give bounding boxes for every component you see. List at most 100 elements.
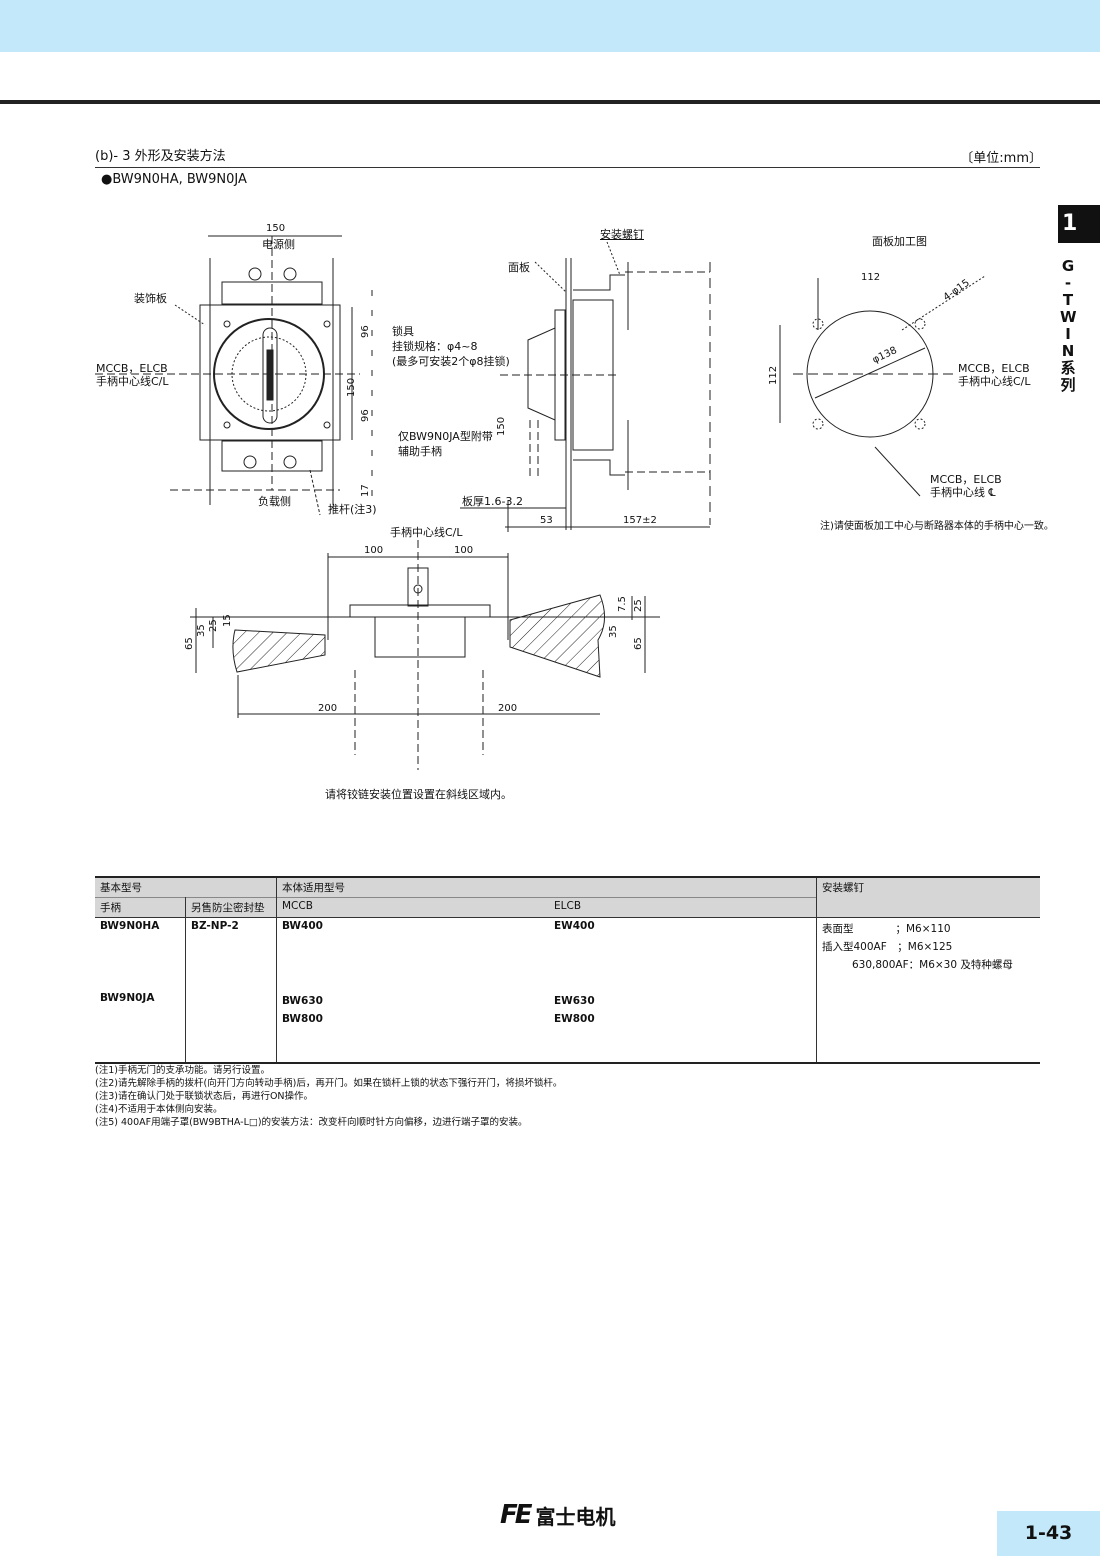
panel-cut-title: 面板加工图 bbox=[872, 235, 927, 248]
note-1: (注1)手柄无门的支承功能。请另行设置。 bbox=[95, 1065, 270, 1076]
header-body-model: 本体适用型号 bbox=[276, 877, 817, 898]
cell-mount-screw: 表面型 ；M6×110 插入型400AF ；M6×125 630,800AF：M… bbox=[817, 918, 1041, 1064]
mccb-bw630: BW630 bbox=[282, 995, 323, 1007]
screw-surface: 表面型 ；M6×110 bbox=[822, 923, 951, 935]
panel-cl2-label-2: 手柄中心线 ℄ bbox=[930, 486, 996, 499]
page-number: 1-43 bbox=[997, 1511, 1100, 1556]
decor-plate-outline bbox=[199, 304, 341, 441]
push-rod-label: 推杆(注3) bbox=[328, 503, 377, 516]
elcb-ew800: EW800 bbox=[554, 1013, 595, 1025]
header-mount-screw: 安装螺钉 bbox=[816, 877, 1040, 918]
series-char: T bbox=[1062, 291, 1074, 309]
hinge-area-drawing bbox=[190, 540, 660, 770]
dim-53: 53 bbox=[540, 515, 553, 526]
side-view-drawing bbox=[460, 241, 711, 532]
series-char: 列 bbox=[1060, 376, 1076, 394]
panel-cl-label-2: 手柄中心线C/L bbox=[958, 375, 1031, 388]
series-label: G - T W I N 系 列 bbox=[1060, 257, 1077, 394]
screw-plugin-630-800: 630,800AF：M6×30 及特种螺母 bbox=[852, 959, 1013, 971]
dim-100-left: 100 bbox=[364, 545, 384, 556]
dim-25-left: 25 bbox=[208, 619, 219, 632]
dim-25-right: 25 bbox=[633, 599, 644, 612]
panel-cut-note: 注)请使面板加工中心与断路器本体的手柄中心一致。 bbox=[820, 521, 1054, 532]
cell-elcb: EW400 bbox=[549, 917, 817, 990]
header-base-model: 基本型号 bbox=[95, 877, 277, 898]
header-handle: 手柄 bbox=[95, 897, 186, 918]
hinge-cl-label: 手柄中心线C/L bbox=[390, 526, 463, 539]
unit-label: 〔单位:mm〕 bbox=[960, 151, 1042, 166]
dim-200-right: 200 bbox=[498, 703, 518, 714]
dim-7-5-right: 7.5 bbox=[617, 596, 628, 612]
aux-handle-label-1: 仅BW9N0JA型附带 bbox=[398, 430, 493, 443]
cell-handle: BW9N0JA bbox=[95, 990, 186, 1063]
panel-cl-label-1: MCCB，ELCB bbox=[958, 362, 1030, 375]
chapter-tab: 1 bbox=[1058, 205, 1100, 243]
dim-157: 157±2 bbox=[623, 515, 657, 526]
dim-35-right: 35 bbox=[608, 625, 619, 638]
header-rule bbox=[0, 100, 1100, 104]
dim-100-right: 100 bbox=[454, 545, 474, 556]
lock-label: 锁具 bbox=[392, 325, 414, 338]
dim-96-top: 96 bbox=[360, 325, 371, 338]
header-band bbox=[0, 0, 1100, 52]
model-list: ●BW9N0HA, BW9N0JA bbox=[101, 172, 247, 187]
load-side-label: 负载侧 bbox=[258, 495, 291, 508]
fuji-electric-logo: FE 富士电机 bbox=[500, 1500, 616, 1530]
dim-65-left: 65 bbox=[184, 637, 195, 650]
front-cl-label-2: 手柄中心线C/L bbox=[96, 375, 169, 388]
section-title: (b)- 3 外形及安装方法 bbox=[95, 149, 226, 164]
cell-mccb: BW400 bbox=[282, 920, 323, 932]
front-cl-label-1: MCCB，ELCB bbox=[96, 362, 168, 375]
note-4: (注4)不适用于本体侧向安装。 bbox=[95, 1104, 223, 1115]
note-2: (注2)请先解除手柄的拨杆(向开门方向转动手柄)后，再开门。如果在锁杆上锁的状态… bbox=[95, 1078, 563, 1089]
dim-65-right: 65 bbox=[633, 637, 644, 650]
dim-96-bottom: 96 bbox=[360, 409, 371, 422]
dim-17: 17 bbox=[360, 484, 371, 497]
lock-spec-label: 挂锁规格：φ4~8 bbox=[392, 340, 478, 353]
dim-112-horizontal: 112 bbox=[861, 272, 881, 283]
panel-cl2-label-1: MCCB，ELCB bbox=[930, 473, 1002, 486]
series-char: - bbox=[1064, 274, 1072, 292]
logo-mark: FE bbox=[500, 1500, 532, 1530]
screw-plugin-400: 插入型400AF ；M6×125 bbox=[822, 941, 953, 953]
series-char: G bbox=[1061, 257, 1075, 275]
cell-seal bbox=[185, 990, 277, 1063]
notes: (注1)手柄无门的支承功能。请另行设置。 (注2)请先解除手柄的拨杆(向开门方向… bbox=[95, 1064, 562, 1129]
panel-thickness-label: 板厚1.6-3.2 bbox=[462, 495, 523, 508]
compatibility-table: 基本型号 本体适用型号 安装螺钉 手柄 另售防尘密封垫 MCCB ELCB BW… bbox=[95, 876, 1040, 1064]
header-seal: 另售防尘密封垫 bbox=[185, 897, 277, 918]
dim-150-front: 150 bbox=[346, 377, 357, 397]
dim-150-side: 150 bbox=[496, 416, 507, 436]
aux-handle-label-2: 辅助手柄 bbox=[398, 445, 442, 458]
power-side-label: 电源侧 bbox=[262, 238, 295, 251]
front-width-dimension: 150 bbox=[266, 223, 286, 234]
section-divider bbox=[95, 167, 1040, 168]
series-char: N bbox=[1061, 342, 1075, 360]
dim-15-left: 15 bbox=[222, 614, 233, 627]
front-view-drawing bbox=[95, 235, 373, 516]
cell-seal: BZ-NP-2 bbox=[185, 917, 277, 990]
dim-35-left: 35 bbox=[196, 624, 207, 637]
series-char: 系 bbox=[1060, 359, 1076, 377]
table-row: BW9N0HA BZ-NP-2 BW400 EW400 表面型 ；M6×110 … bbox=[95, 917, 1040, 990]
note-3: (注3)请在确认门处于联锁状态后，再进行ON操作。 bbox=[95, 1091, 314, 1102]
brand-name: 富士电机 bbox=[535, 1504, 616, 1529]
lock-max-label: (最多可安装2个φ8挂锁) bbox=[392, 355, 510, 368]
dim-200-left: 200 bbox=[318, 703, 338, 714]
decor-plate-label: 装饰板 bbox=[134, 292, 167, 305]
mccb-bw800: BW800 bbox=[282, 1013, 323, 1025]
elcb-ew630: EW630 bbox=[554, 995, 595, 1007]
panel-label: 面板 bbox=[508, 261, 530, 274]
header-mccb: MCCB bbox=[276, 897, 549, 918]
header-elcb: ELCB bbox=[549, 897, 817, 918]
note-5: (注5) 400AF用端子罩(BW9BTHA-L□)的安装方法：改变杆向顺时针方… bbox=[95, 1117, 528, 1128]
mount-screw-label: 安装螺钉 bbox=[600, 228, 644, 241]
cell-handle: BW9N0HA bbox=[95, 917, 186, 990]
hinge-note: 请将铰链安装位置设置在斜线区域内。 bbox=[325, 788, 512, 801]
series-char: W bbox=[1060, 308, 1077, 326]
dim-112-vertical: 112 bbox=[768, 365, 779, 385]
